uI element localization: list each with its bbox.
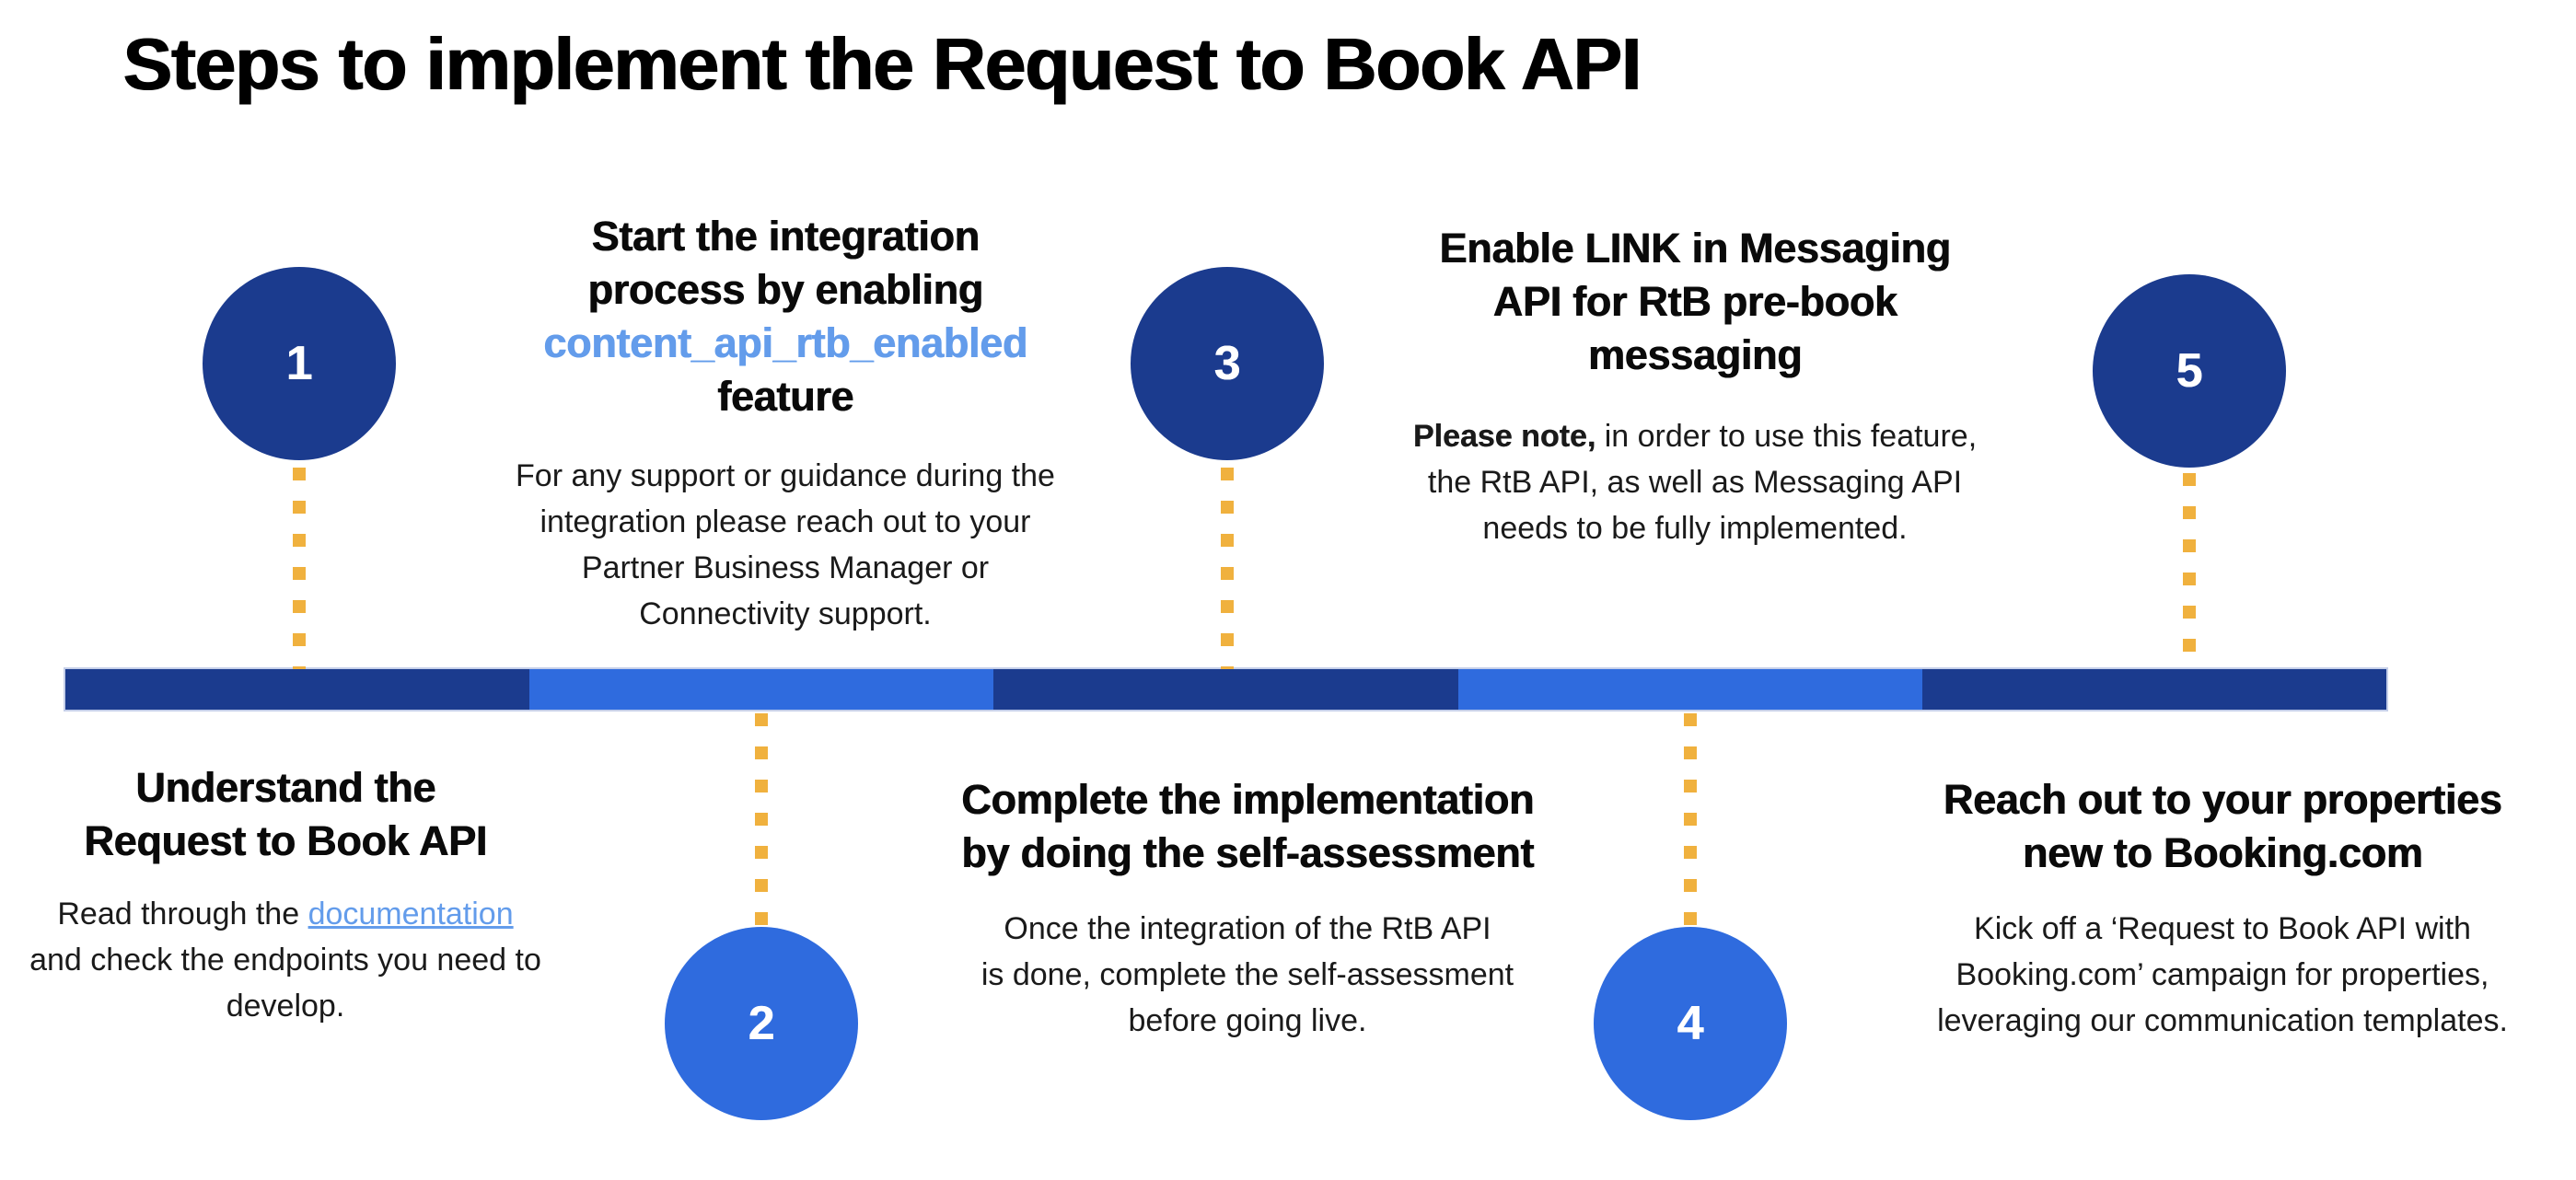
step-3-dotted-connector [1221, 468, 1234, 669]
step-3-number: 3 [1213, 337, 1241, 390]
step-2-heading-line: feature [717, 373, 853, 420]
step-3-body-text: Once the integration of the RtB API [1004, 911, 1491, 946]
timeline-segment-1 [65, 669, 530, 710]
step-2-heading: Start the integration process by enablin… [435, 210, 1135, 423]
step-2-number: 2 [748, 997, 775, 1050]
timeline-segment-3 [993, 669, 1458, 710]
step-4-heading: Enable LINK in Messaging API for RtB pre… [1345, 222, 2045, 382]
step-2-body-text: integration please reach out to your [540, 504, 1031, 539]
step-3-body-text: is done, complete the self-assessment [981, 957, 1514, 992]
step-5-number: 5 [2176, 344, 2203, 398]
step-4-body: Please note, in order to use this featur… [1363, 413, 2026, 551]
step-4-heading-line: messaging [1587, 331, 1803, 378]
step-1-dotted-connector [293, 468, 306, 669]
step-3-heading-line: by doing the self-assessment [961, 829, 1534, 876]
step-4-number: 4 [1677, 997, 1704, 1050]
step-1-number: 1 [285, 337, 313, 390]
step-4-heading-line: Enable LINK in Messaging [1439, 225, 1951, 272]
step-3-circle: 3 [1131, 267, 1324, 460]
step-4-body-text: the RtB API, as well as Messaging API [1427, 465, 1963, 500]
step-2-dotted-connector [755, 713, 768, 925]
timeline-segment-2 [529, 669, 994, 710]
step-2-body-text: For any support or guidance during the [516, 458, 1055, 493]
step-5-heading-line: Reach out to your properties [1943, 776, 2502, 823]
step-5-body: Kick off a ‘Request to Book API with Boo… [1873, 906, 2572, 1044]
step-2-circle: 2 [665, 927, 858, 1120]
step-2-body-text: Connectivity support. [639, 596, 932, 631]
timeline-segment-4 [1457, 669, 1922, 710]
step-5-body-text: Kick off a ‘Request to Book API with [1974, 911, 2471, 946]
page-title: Steps to implement the Request to Book A… [122, 23, 1642, 105]
timeline-segment-5 [1921, 669, 2387, 710]
please-note-text: Please note, [1412, 419, 1596, 454]
step-5-circle: 5 [2093, 274, 2286, 468]
documentation-link[interactable]: documentation [307, 897, 514, 931]
step-3-heading: Complete the implementation by doing the… [879, 773, 1616, 880]
step-2-heading-line: process by enabling [587, 266, 983, 313]
step-3-heading-line: Complete the implementation [961, 776, 1534, 823]
step-1-body-text: Read through the [57, 897, 308, 931]
step-2-body: For any support or guidance during the i… [472, 453, 1098, 637]
step-5-heading-line: new to Booking.com [2022, 829, 2423, 876]
step-1-heading: Understand the Request to Book API [9, 761, 562, 868]
step-4-body-text: in order to use this feature, [1595, 419, 1978, 454]
step-5-heading: Reach out to your properties new to Book… [1873, 773, 2572, 880]
step-1-body: Read through the documentation and check… [9, 891, 562, 1029]
step-1-body-text: develop. [226, 989, 345, 1024]
step-4-dotted-connector [1684, 713, 1697, 925]
step-5-dotted-connector [2183, 473, 2196, 669]
step-5-body-text: Booking.com’ campaign for properties, [1955, 957, 2489, 992]
feature-flag-text: content_api_rtb_enabled [543, 319, 1027, 366]
timeline-bar [64, 667, 2388, 711]
step-2-body-text: Partner Business Manager or [581, 550, 990, 585]
step-3-body-text: before going live. [1128, 1003, 1367, 1038]
step-2-heading-line: Start the integration [591, 213, 980, 260]
step-1-heading-line: Request to Book API [84, 817, 487, 864]
step-4-heading-line: API for RtB pre-book [1492, 278, 1897, 325]
step-1-body-text: and check the endpoints you need to [29, 943, 541, 978]
step-1-circle: 1 [203, 267, 396, 460]
step-3-body: Once the integration of the RtB API is d… [916, 906, 1579, 1044]
step-5-body-text: leveraging our communication templates. [1937, 1003, 2508, 1038]
step-4-body-text: needs to be fully implemented. [1482, 511, 1908, 546]
step-4-circle: 4 [1594, 927, 1787, 1120]
step-1-heading-line: Understand the [135, 764, 435, 811]
